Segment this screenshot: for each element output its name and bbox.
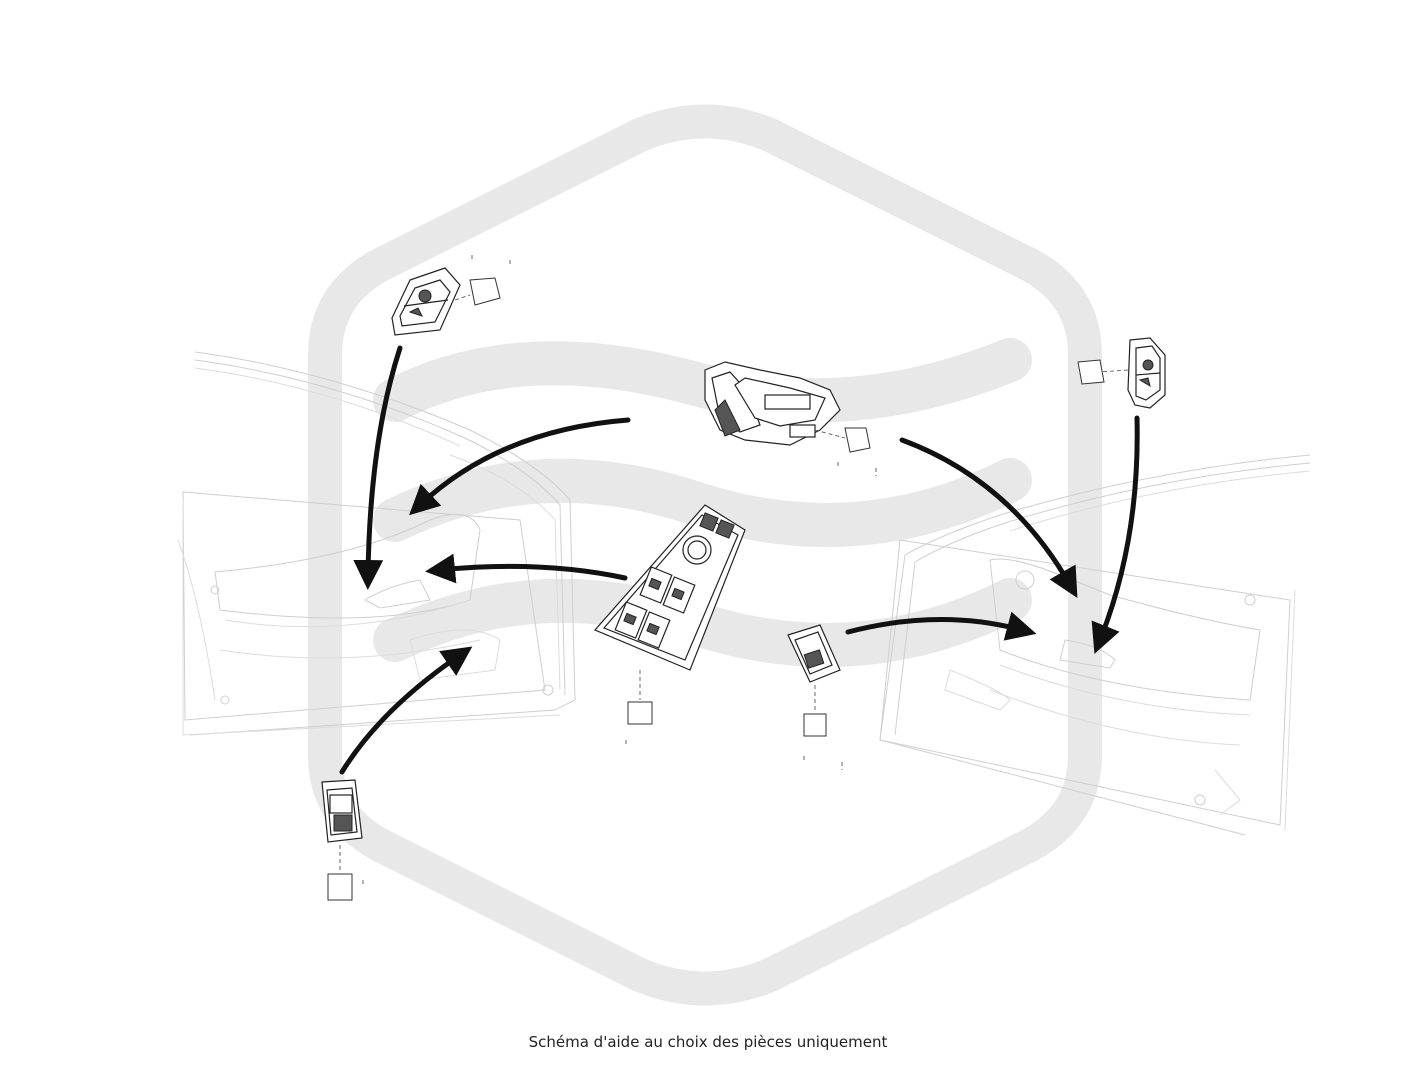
arrow-window-switch-to-right-door xyxy=(845,611,1037,641)
seat-adjustment-switch xyxy=(704,361,877,476)
arrow-seat-memory-to-right-door xyxy=(1091,415,1140,654)
window-switch-single-right xyxy=(787,624,843,770)
parts-diagram xyxy=(177,104,1311,1006)
window-switch-single-left-rear xyxy=(321,779,364,901)
left-front-door xyxy=(177,351,576,736)
arrow-seat-memory-to-left-door xyxy=(353,345,403,590)
arrow-rear-switch-to-left-door xyxy=(339,646,473,775)
assignment-arrows xyxy=(339,345,1140,775)
arrow-master-panel-to-left-door xyxy=(425,553,628,584)
seat-memory-switch-left xyxy=(391,255,511,336)
arrow-seat-adjust-to-left-door xyxy=(409,417,631,516)
window-control-master-panel xyxy=(593,504,746,746)
seat-memory-switch-right xyxy=(1077,337,1166,409)
diagram-caption: Schéma d'aide au choix des pièces unique… xyxy=(528,1033,888,1051)
arrow-seat-adjust-to-right-door xyxy=(899,437,1078,599)
watermark-logo xyxy=(308,104,1102,1006)
right-front-door xyxy=(879,454,1311,836)
